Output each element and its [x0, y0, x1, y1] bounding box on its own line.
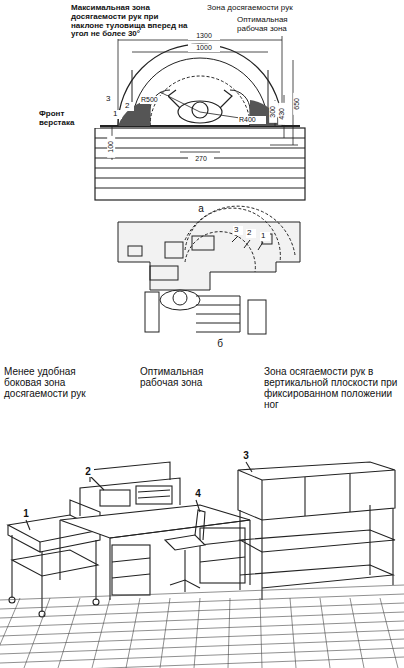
- callout-number: 3: [240, 450, 252, 461]
- zone-label: Менее удобная боковая зона досягаемости …: [4, 366, 114, 399]
- floor-line: [0, 639, 404, 654]
- zone-label: Зона осягаемости рук в вертикальной плос…: [264, 366, 400, 410]
- dimension: 1000: [188, 44, 220, 52]
- floor-line: [0, 612, 404, 627]
- floor-line: [0, 630, 404, 645]
- zone-label: Оптимальная рабочая зона: [140, 366, 230, 388]
- dimension: R500: [140, 96, 168, 104]
- callout-number: 1: [20, 508, 32, 519]
- floor-line: [228, 598, 230, 668]
- floor-line: [350, 598, 364, 668]
- floor-line: [320, 598, 330, 668]
- floor-line: [194, 598, 200, 668]
- floor-line: [0, 648, 404, 663]
- callout-number: 1: [112, 110, 122, 119]
- floor-line: [290, 598, 296, 668]
- floor-line: [0, 598, 20, 668]
- dimension: R400: [238, 116, 266, 124]
- workplace-perspective: [8, 462, 395, 617]
- floor-line: [0, 603, 404, 618]
- dimension: 1300: [188, 32, 220, 40]
- zone-label: Максимальная зона досягаемости рук при н…: [70, 4, 190, 39]
- floor-line: [58, 598, 80, 668]
- callout-number: 2: [124, 102, 134, 111]
- dimension: 650: [293, 93, 301, 115]
- floor-line: [380, 598, 398, 668]
- zone-label: Фронт верстака: [38, 110, 100, 128]
- workplace-plan: [118, 206, 300, 334]
- zone-label: Зона досягаемости рук: [206, 4, 308, 13]
- floor-line: [0, 621, 404, 636]
- zone-label: Оптимальная рабочая зона: [236, 16, 304, 34]
- callout-number: 2: [246, 229, 256, 238]
- floor-line: [92, 598, 110, 668]
- callout-number: 4: [192, 488, 204, 499]
- worker-plan: [168, 90, 232, 123]
- dimension: 270: [188, 155, 214, 163]
- dimension-lines: [112, 36, 298, 160]
- floor-line: [24, 598, 50, 668]
- dimension: 300: [269, 101, 277, 123]
- reach-zones: [118, 44, 282, 126]
- callout-number: 2: [82, 466, 94, 477]
- callout-number: 3: [105, 95, 115, 104]
- floor-line: [260, 598, 262, 668]
- dimension: 430: [278, 103, 286, 125]
- floor-line: [0, 585, 404, 600]
- floor-line: [0, 594, 404, 609]
- floor-line: [160, 598, 170, 668]
- callout-number: 3: [233, 226, 243, 235]
- figure-letter: а: [195, 203, 207, 214]
- workbench-slats: [95, 128, 305, 200]
- floor-line: [126, 598, 140, 668]
- figure-letter: б: [214, 338, 226, 349]
- callout-number: 1: [260, 232, 270, 241]
- floor-line: [0, 657, 404, 668]
- dimension: 100: [107, 136, 115, 158]
